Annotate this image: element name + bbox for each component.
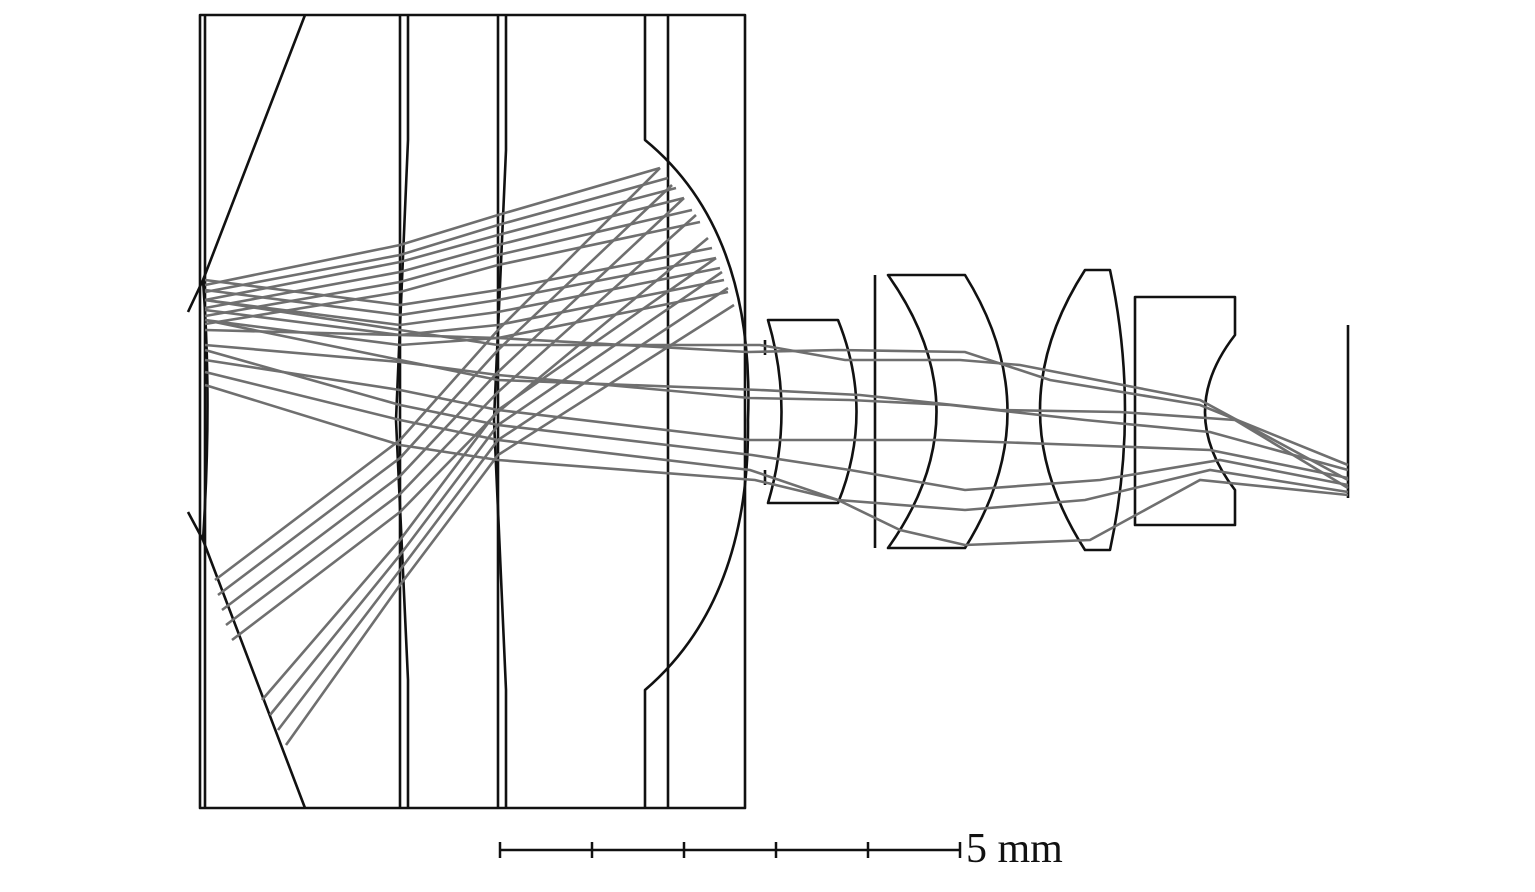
ray [204, 176, 669, 294]
relay-lens-1 [766, 318, 858, 505]
ray [204, 220, 701, 326]
ray [225, 214, 697, 627]
ray [276, 286, 729, 731]
ray [204, 358, 1349, 480]
ray [204, 166, 661, 287]
aspheric-surface [643, 15, 750, 808]
relay-lens-2 [886, 273, 1009, 550]
ray [204, 186, 677, 302]
ray [221, 197, 685, 612]
ray-bundles [204, 166, 1349, 746]
relay-lens-3 [1038, 268, 1127, 552]
ray [204, 196, 685, 310]
ray [204, 256, 717, 317]
ray [261, 256, 717, 701]
ray [204, 383, 1349, 547]
ray [217, 184, 673, 597]
ray [204, 278, 725, 337]
ray [214, 167, 661, 582]
ray [204, 348, 1349, 492]
plate-2-right [492, 15, 508, 808]
ray [268, 270, 723, 716]
ray [204, 246, 713, 307]
ray [204, 266, 721, 327]
scale-bar: 5 mm [498, 826, 1063, 872]
prism-outer-frame [198, 13, 747, 810]
ray [204, 318, 1349, 490]
ray [231, 236, 709, 642]
ray [284, 303, 735, 746]
front-prism-assembly [186, 13, 750, 810]
plate-1-right [394, 15, 410, 808]
ray [204, 298, 1349, 482]
scale-bar-label: 5 mm [966, 826, 1063, 872]
